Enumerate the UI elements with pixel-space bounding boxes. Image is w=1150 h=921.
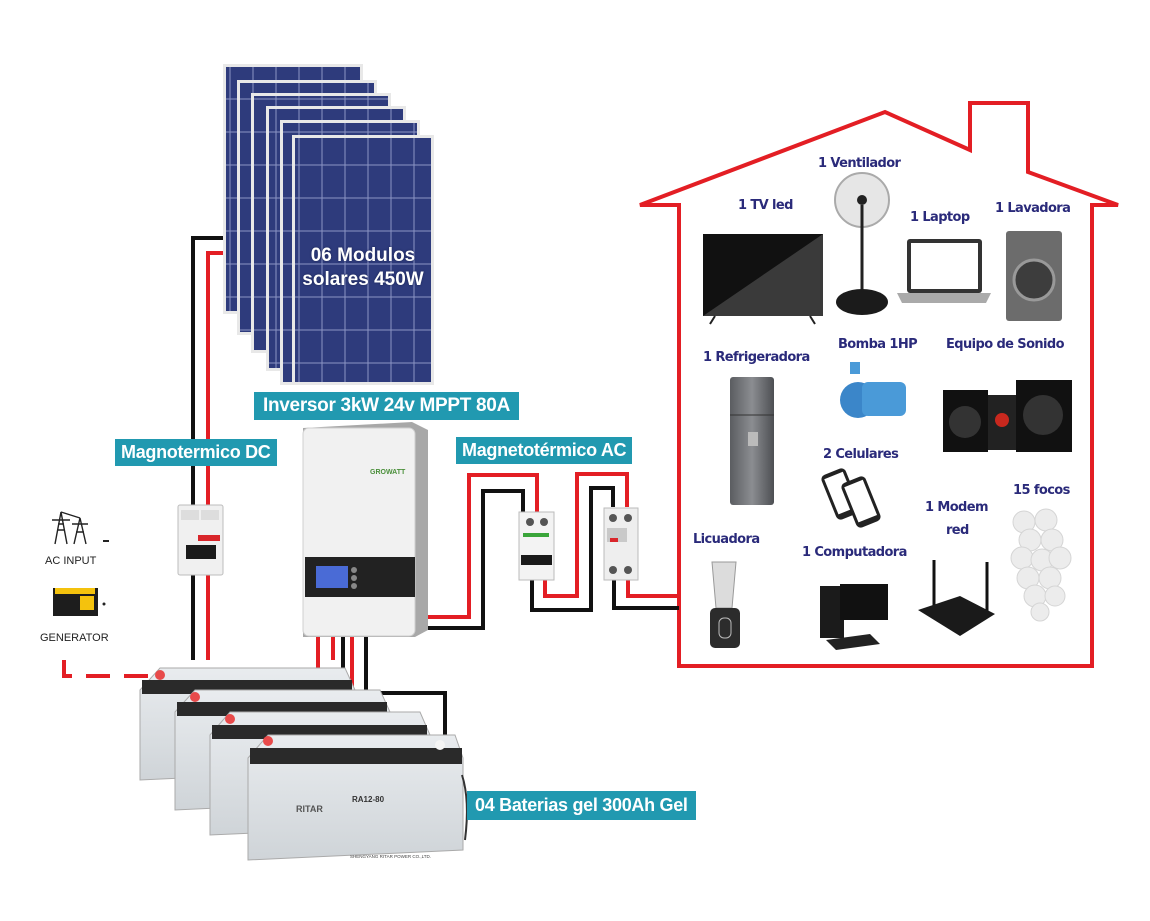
inverter[interactable]: GROWATT [302, 422, 428, 637]
appliance-label-phones: 2 Celulares [823, 447, 899, 462]
generator-dot [102, 602, 106, 606]
appliance-label-modem: 1 Modem [925, 500, 989, 515]
sound-system-icon [943, 380, 1072, 452]
solar-panels [223, 64, 434, 385]
washing-machine-icon [1006, 231, 1062, 321]
rcd-breaker[interactable] [603, 507, 639, 581]
appliance-label-tv: 1 TV led [738, 198, 793, 213]
ac-breaker-label: Magnetotérmico AC [456, 437, 633, 464]
battery-handle [461, 774, 468, 841]
generator-label: GENERATOR [40, 632, 109, 644]
appliance-label-blender: Licuadora [693, 532, 760, 547]
battery-maker: SHENGYANG RITAR POWER CO.,LTD. [350, 854, 431, 859]
ac-input-label: AC INPUT [45, 555, 97, 567]
computer-icon [820, 584, 888, 650]
power-tower-icon [52, 511, 88, 545]
battery-model: RA12-80 [352, 795, 385, 804]
batteries-label: 04 Baterias gel 300Ah Gel [467, 791, 696, 820]
inverter-label: Inversor 3kW 24v MPPT 80A [254, 392, 519, 420]
dc-breaker-label: Magnotermico DC [115, 439, 277, 466]
generator-icon [53, 588, 98, 616]
house-outline [639, 101, 1119, 668]
light-bulbs-icon [1010, 508, 1072, 622]
solar-panel-front [292, 135, 434, 385]
router-icon [918, 560, 995, 636]
battery-brand: RITAR [296, 804, 323, 814]
batteries: RITAR RA12-80 SHENGYANG RITAR POWER CO.,… [139, 667, 468, 861]
solar-panels-label-line1: 06 Modulos [310, 245, 416, 266]
appliance-label-sound: Equipo de Sonido [946, 337, 1065, 352]
appliance-label-modem-line2: red [946, 523, 969, 538]
appliance-label-bulbs: 15 focos [1013, 483, 1070, 498]
inverter-brand: GROWATT [370, 469, 406, 476]
blender-icon [710, 561, 740, 648]
solar-panels-label-line2: solares 450W [302, 269, 424, 290]
dc-breaker[interactable] [177, 504, 224, 576]
battery-front: RITAR RA12-80 SHENGYANG RITAR POWER CO.,… [247, 734, 464, 861]
appliance-label-fridge: 1 Refrigeradora [703, 350, 810, 365]
fan-icon [834, 172, 890, 315]
ac-breaker[interactable] [518, 511, 555, 581]
solar-panels-label: 06 Modulos solares 450W [296, 244, 430, 292]
refrigerator-icon [730, 377, 774, 505]
ac-wires [428, 472, 679, 630]
appliance-label-washer: 1 Lavadora [995, 201, 1071, 216]
cell-phones-icon [821, 468, 881, 528]
tv-icon [703, 234, 823, 325]
appliance-label-fan: 1 Ventilador [818, 156, 901, 171]
appliance-label-laptop: 1 Laptop [910, 210, 970, 225]
laptop-icon [897, 239, 991, 303]
water-pump-icon [840, 362, 906, 418]
appliance-label-pump: Bomba 1HP [838, 337, 918, 352]
appliance-label-computer: 1 Computadora [802, 545, 907, 560]
